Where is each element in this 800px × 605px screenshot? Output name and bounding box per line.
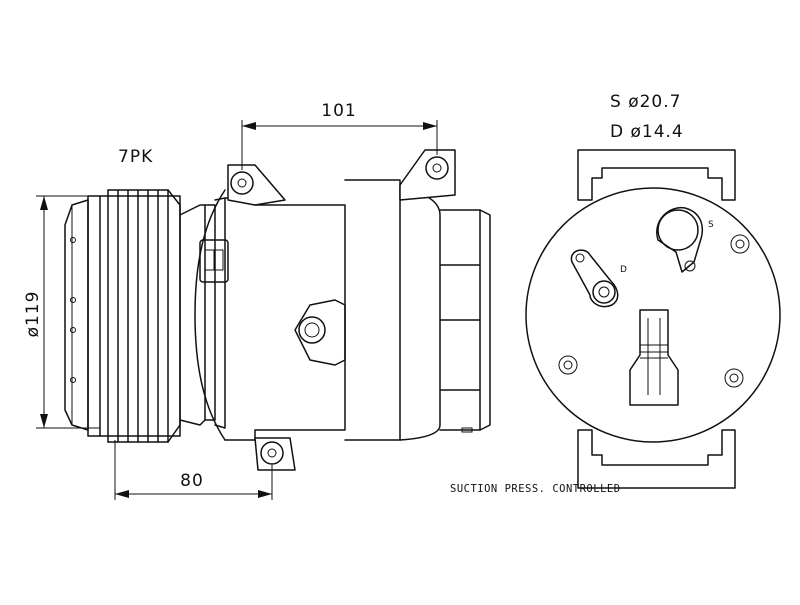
port-d-label: D [620, 265, 627, 275]
mounting-ears [227, 149, 456, 471]
front-view [525, 149, 781, 489]
clutch-housing [179, 197, 226, 429]
discharge-line-label: D ø14.4 [610, 122, 684, 142]
compressor-body [194, 179, 491, 441]
side-view [36, 120, 491, 500]
dimension-diameter-label: ø119 [23, 291, 43, 338]
dimension-bottom-label: 80 [180, 471, 204, 491]
suction-line-label: S ø20.7 [610, 92, 681, 112]
dimension-top-label: 101 [321, 101, 356, 121]
port-s-label: S [708, 220, 714, 230]
pulley-hub [64, 199, 89, 431]
dimension-top [241, 120, 438, 170]
belt-type-label: 7PK [118, 147, 153, 167]
suction-note: SUCTION PRESS. CONTROLLED [450, 483, 621, 495]
dimension-bottom [114, 440, 273, 500]
dimension-diameter [36, 195, 100, 429]
pulley-grooves [87, 189, 181, 443]
